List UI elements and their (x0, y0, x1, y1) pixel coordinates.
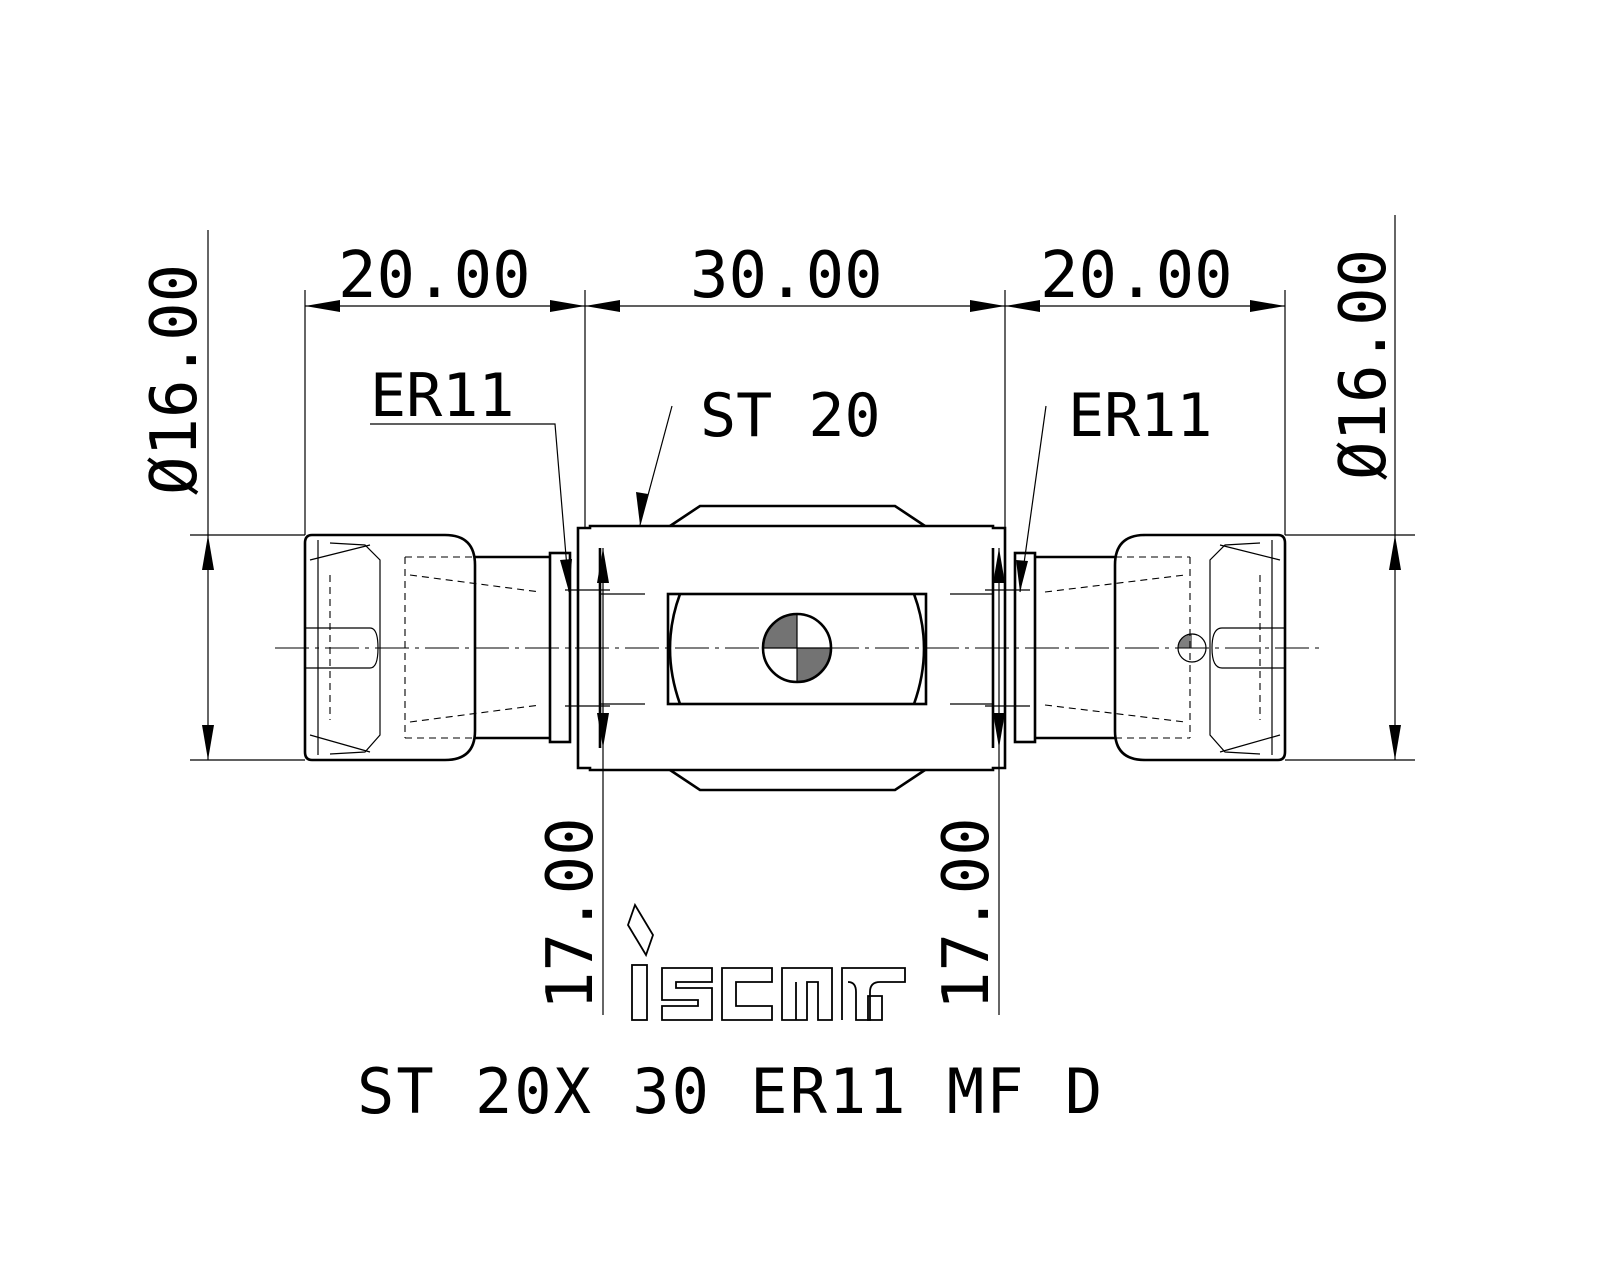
collet-right-label: ER11 (1068, 381, 1213, 451)
right-length-label: 20.00 (1040, 239, 1233, 313)
part-number: ST 20X 30 ER11 MF D (357, 1055, 1104, 1128)
right-collet-nut (1113, 533, 1287, 762)
left-diameter-label: Ø16.00 (138, 264, 212, 495)
left-collet-nut (303, 533, 477, 762)
center-length-label: 30.00 (690, 239, 883, 313)
height-dimensions (597, 548, 1005, 1015)
shank-label: ST 20 (700, 381, 881, 451)
diameter-dimensions (190, 215, 1415, 761)
right-diameter-label: Ø16.00 (1327, 249, 1401, 480)
leaders (370, 405, 1047, 593)
left-body (409, 551, 610, 744)
length-dimensions (304, 290, 1286, 535)
left-length-label: 20.00 (338, 239, 531, 313)
center-of-gravity-symbol (761, 612, 833, 684)
right-height-label: 17.00 (930, 817, 1004, 1010)
collet-left-label: ER11 (370, 361, 515, 431)
iscar-logo (627, 902, 906, 1021)
left-height-label: 17.00 (534, 817, 608, 1010)
